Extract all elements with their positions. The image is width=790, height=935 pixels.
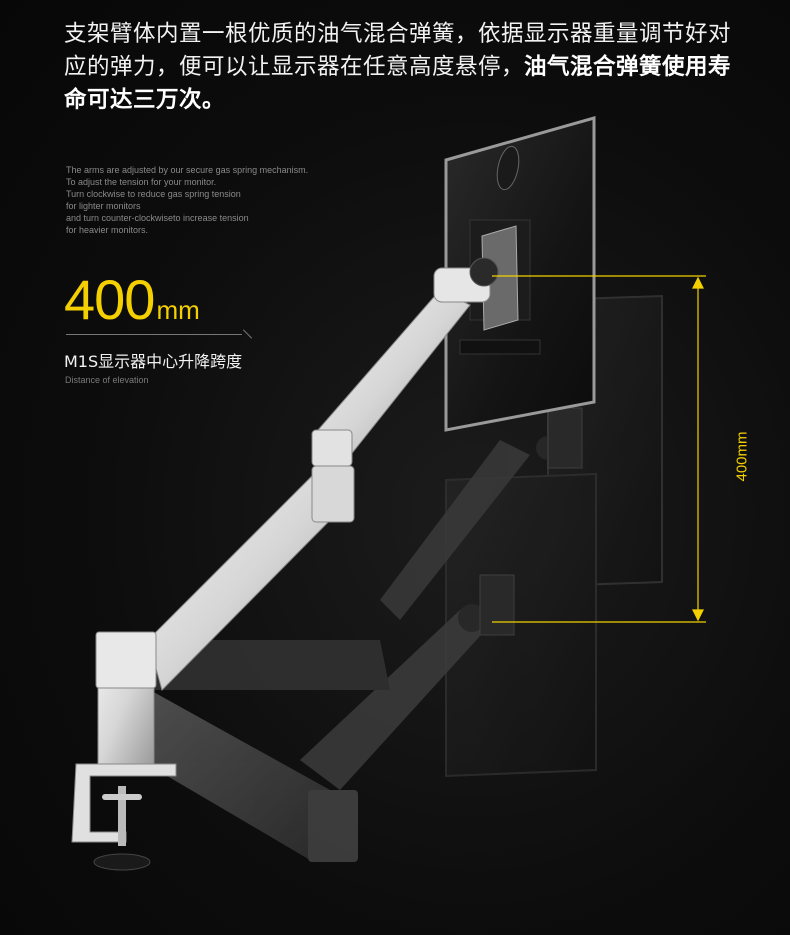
elevation-underline	[66, 334, 242, 335]
elevation-value: 400mm	[64, 270, 200, 340]
headline-regular: 支架臂体内置一根优质的油气混合弹簧，依据显示器重量调节好对应的弹力，便可以让显示…	[64, 21, 732, 80]
english-note-line: The arms are adjusted by our secure gas …	[66, 165, 309, 175]
monitor-icon	[445, 294, 663, 778]
monitor-arm-icon	[95, 257, 499, 767]
elevation-title: M1S显示器中心升降跨度	[64, 352, 243, 371]
elevation-number: 400	[64, 268, 155, 331]
elevation-subtitle: Distance of elevation	[65, 375, 149, 385]
headline-bold: 油气混合弹簧使用寿命可达三万次。	[64, 54, 732, 113]
dimension-guide	[492, 275, 706, 623]
english-note-line: To adjust the tension for your monitor.	[66, 177, 217, 187]
elevation-unit: mm	[156, 295, 200, 325]
desk-clamp-icon	[71, 763, 177, 871]
dimension-label: 400mm	[733, 431, 751, 482]
headline: 支架臂体内置一根优质的油气混合弹簧，依据显示器重量调节好对应的弹力，便可以让显示…	[64, 18, 744, 117]
monitor-arm-icon	[140, 407, 583, 862]
english-note-line: for lighter monitors	[66, 201, 141, 211]
english-note-line: Turn clockwise to reduce gas spring tens…	[66, 189, 241, 199]
english-note: The arms are adjusted by our secure gas …	[66, 164, 356, 236]
english-note-line: for heavier monitors.	[66, 225, 149, 235]
english-note-line: and turn counter-clockwiseto increase te…	[66, 213, 249, 223]
